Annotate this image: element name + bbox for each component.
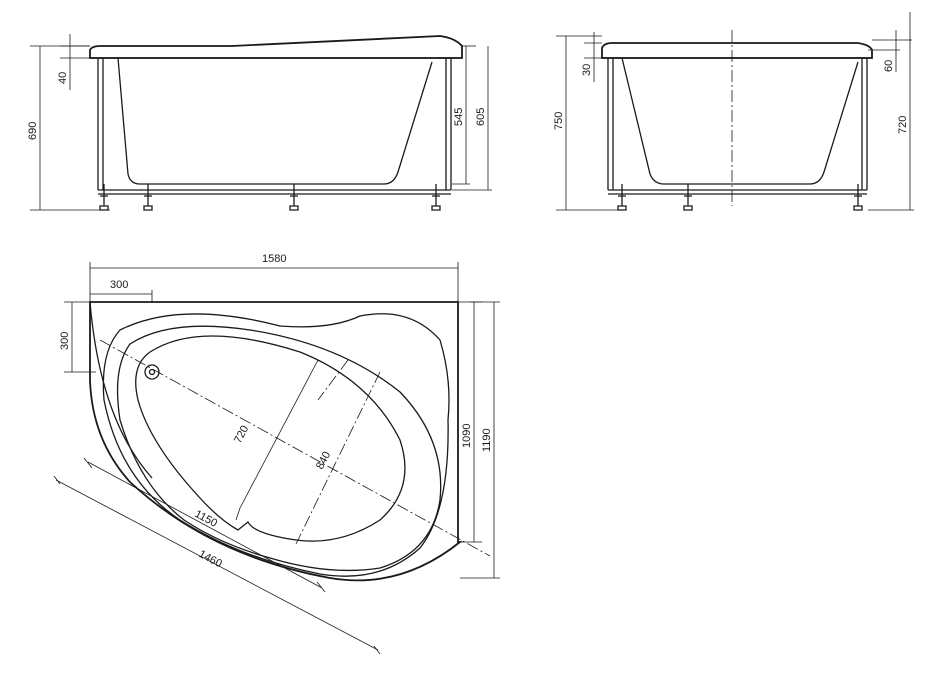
plan-corner-y-label: 300 (59, 332, 71, 350)
plan-height-inner-label: 1090 (461, 424, 473, 448)
plan-length-label: 1580 (262, 253, 286, 265)
plan-corner-x-label: 300 (110, 279, 128, 291)
side-elevation-view: 750 30 60 720 (553, 12, 914, 211)
diag-inner-label: 1150 (193, 508, 220, 530)
front-inner-2-label: 605 (475, 108, 487, 126)
basin-length-label: 840 (314, 450, 333, 472)
drain-icon (144, 364, 160, 380)
plan-view: 720 840 1580 300 300 1090 1190 1150 (53, 253, 500, 655)
front-inner-1-label: 545 (453, 108, 465, 126)
side-inner-label: 720 (897, 116, 909, 134)
basin-width-label: 720 (232, 424, 251, 446)
front-elevation-view: 690 40 545 605 (27, 34, 492, 211)
side-total-height-label: 750 (553, 112, 565, 130)
plan-height-outer-label: 1190 (481, 428, 493, 452)
front-feet (99, 184, 441, 211)
plan-basin-outline (135, 335, 406, 542)
side-feet (617, 184, 863, 211)
side-right-rim-label: 60 (883, 60, 895, 72)
diag-outer-label: 1460 (197, 548, 224, 570)
plan-outer-outline (89, 301, 463, 582)
front-rim-label: 40 (57, 72, 69, 84)
front-total-height-label: 690 (27, 122, 39, 140)
side-rim-label: 30 (581, 64, 593, 76)
